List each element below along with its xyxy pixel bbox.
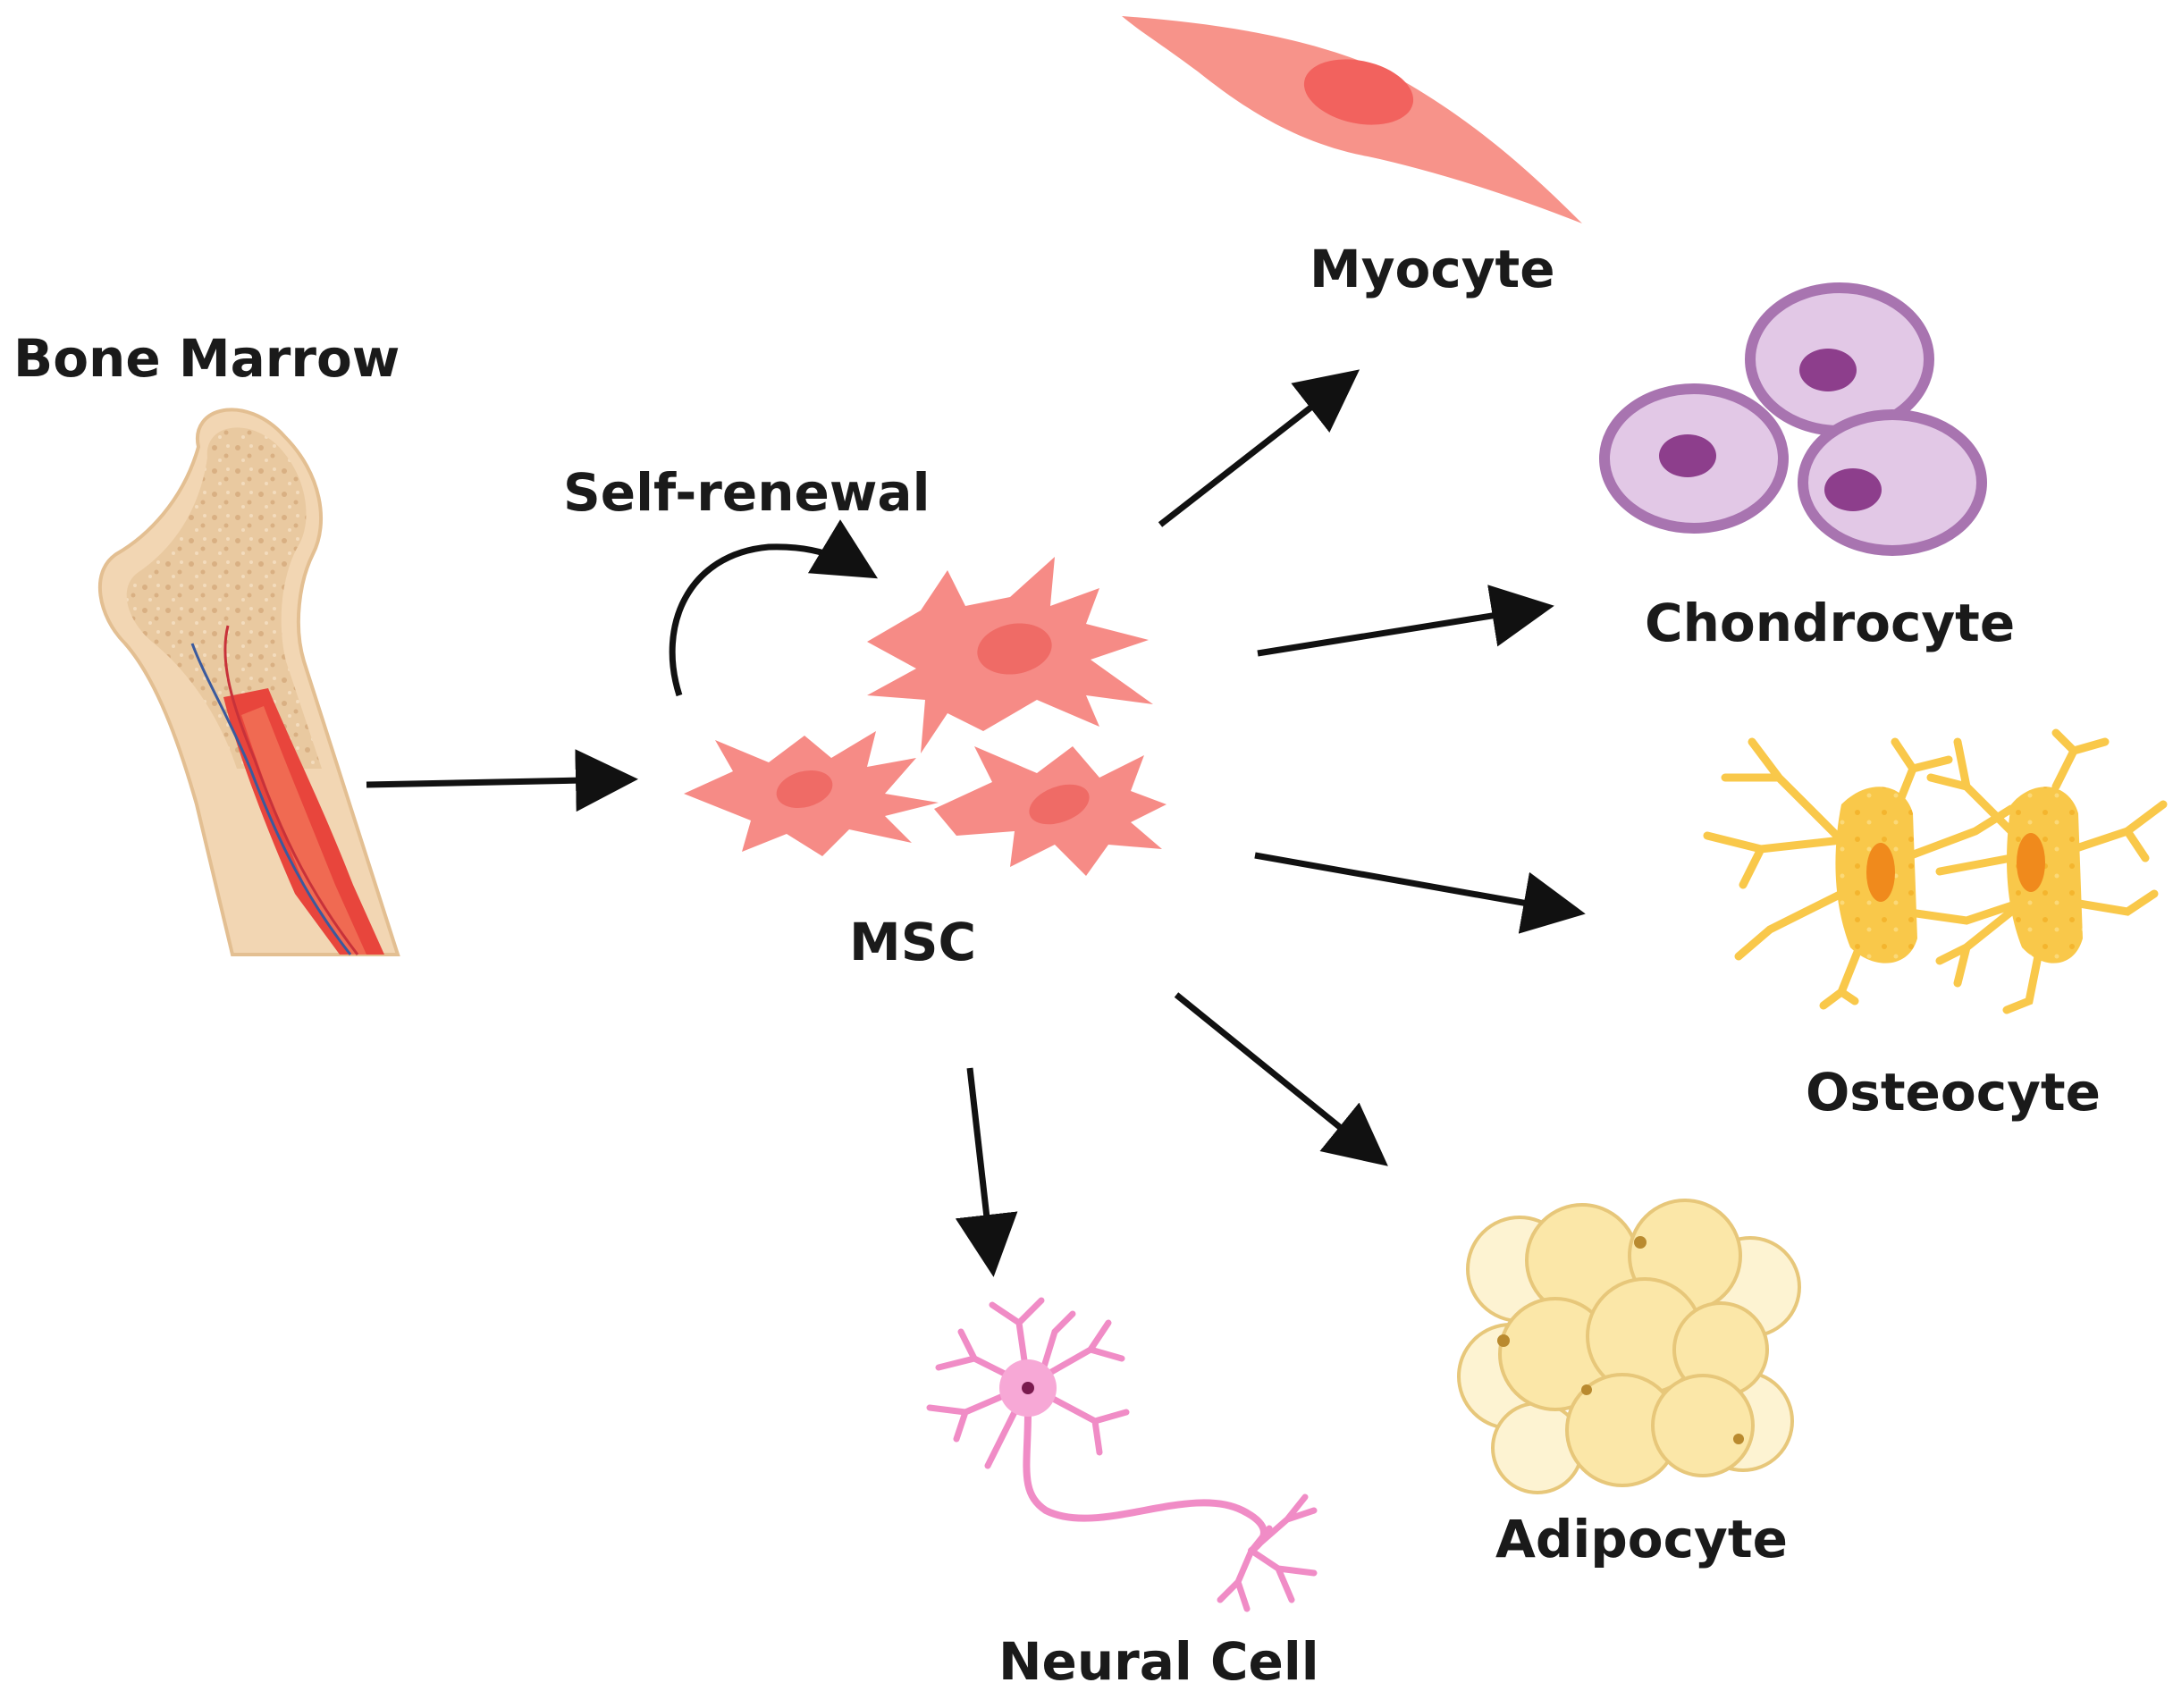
neural-cell	[926, 1297, 1318, 1612]
arrows	[366, 369, 1586, 1277]
myocyte-cell	[1122, 16, 1582, 223]
arrow-bone-to-msc	[366, 749, 638, 812]
arrow-to-adipocyte	[1174, 992, 1388, 1166]
marrow-inner	[241, 706, 366, 955]
chondrocyte-1	[1745, 282, 1934, 436]
arrow-to-neural	[955, 1067, 1018, 1277]
spongy-bone	[126, 427, 322, 769]
arrow-to-chondrocyte	[1257, 585, 1554, 657]
arrow-to-myocyte	[1158, 369, 1360, 527]
adipocyte-cells	[1457, 1199, 1801, 1494]
msc-cells	[684, 557, 1167, 876]
arrow-to-osteocyte	[1254, 852, 1586, 934]
label-neural-cell: Neural Cell	[998, 1631, 1319, 1692]
bone-illustration	[97, 408, 400, 956]
chondrocyte-cells	[1599, 282, 1987, 556]
osteocyte-2	[1926, 728, 2168, 1014]
msc-cell-left	[684, 731, 939, 856]
arrow-self-renewal	[669, 519, 879, 697]
label-adipocyte: Adipocyte	[1495, 1509, 1788, 1569]
msc-cell-top	[867, 557, 1153, 753]
artery	[223, 625, 359, 955]
label-msc: MSC	[849, 912, 977, 972]
osteocyte-1	[1703, 737, 2025, 1010]
label-chondrocyte: Chondrocyte	[1645, 593, 2016, 653]
chondrocyte-2	[1599, 383, 1789, 534]
label-myocyte: Myocyte	[1310, 239, 1555, 299]
osteocyte-cells	[1703, 728, 2168, 1014]
chondrocyte-3	[1798, 409, 1987, 556]
label-osteocyte: Osteocyte	[1806, 1062, 2101, 1123]
vein	[190, 643, 352, 955]
msc-cell-right	[934, 746, 1167, 876]
label-self-renewal: Self-renewal	[563, 462, 931, 523]
label-bone-marrow: Bone Marrow	[13, 328, 400, 389]
